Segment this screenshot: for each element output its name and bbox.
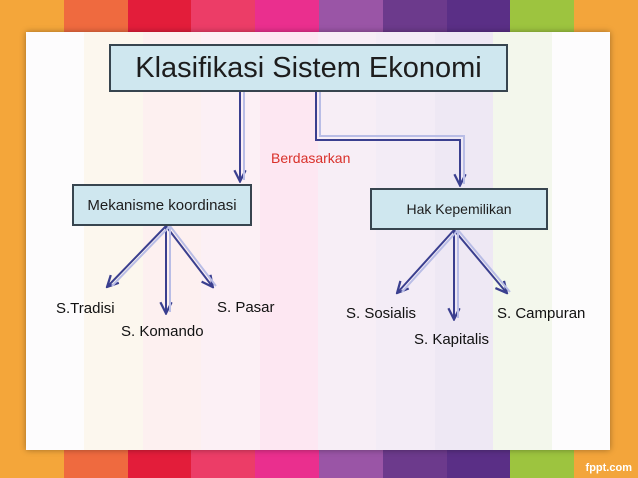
footer-brand: fppt.com: [585, 462, 632, 474]
connector-title-right-shadow: [319, 92, 465, 184]
leaf-label-komando: S. Komando: [121, 323, 204, 340]
slide-canvas: [26, 32, 610, 450]
connector-left-child-3: [165, 225, 212, 286]
connector-title-right: [315, 92, 460, 184]
leaf-label-campuran: S. Campuran: [497, 305, 586, 322]
leaf-label-sosialis: S. Sosialis: [346, 305, 417, 322]
slide-background: [26, 32, 610, 450]
leaf-label-pasar: S. Pasar: [217, 299, 275, 316]
connector-right-child-1: [398, 229, 455, 292]
title-box: Klasifikasi Sistem Ekonomi: [109, 44, 508, 92]
basis-label: Berdasarkan: [271, 150, 351, 166]
leaf-label-tradisi: S.Tradisi: [56, 300, 115, 317]
connector-right-child-3: [453, 229, 506, 292]
connector-left-child-1: [108, 225, 167, 286]
leaf-label-kapitalis: S. Kapitalis: [414, 331, 490, 348]
branch-box-hak: Hak Kepemilikan: [370, 188, 548, 230]
branch-box-mekanisme: Mekanisme koordinasi: [72, 184, 252, 226]
